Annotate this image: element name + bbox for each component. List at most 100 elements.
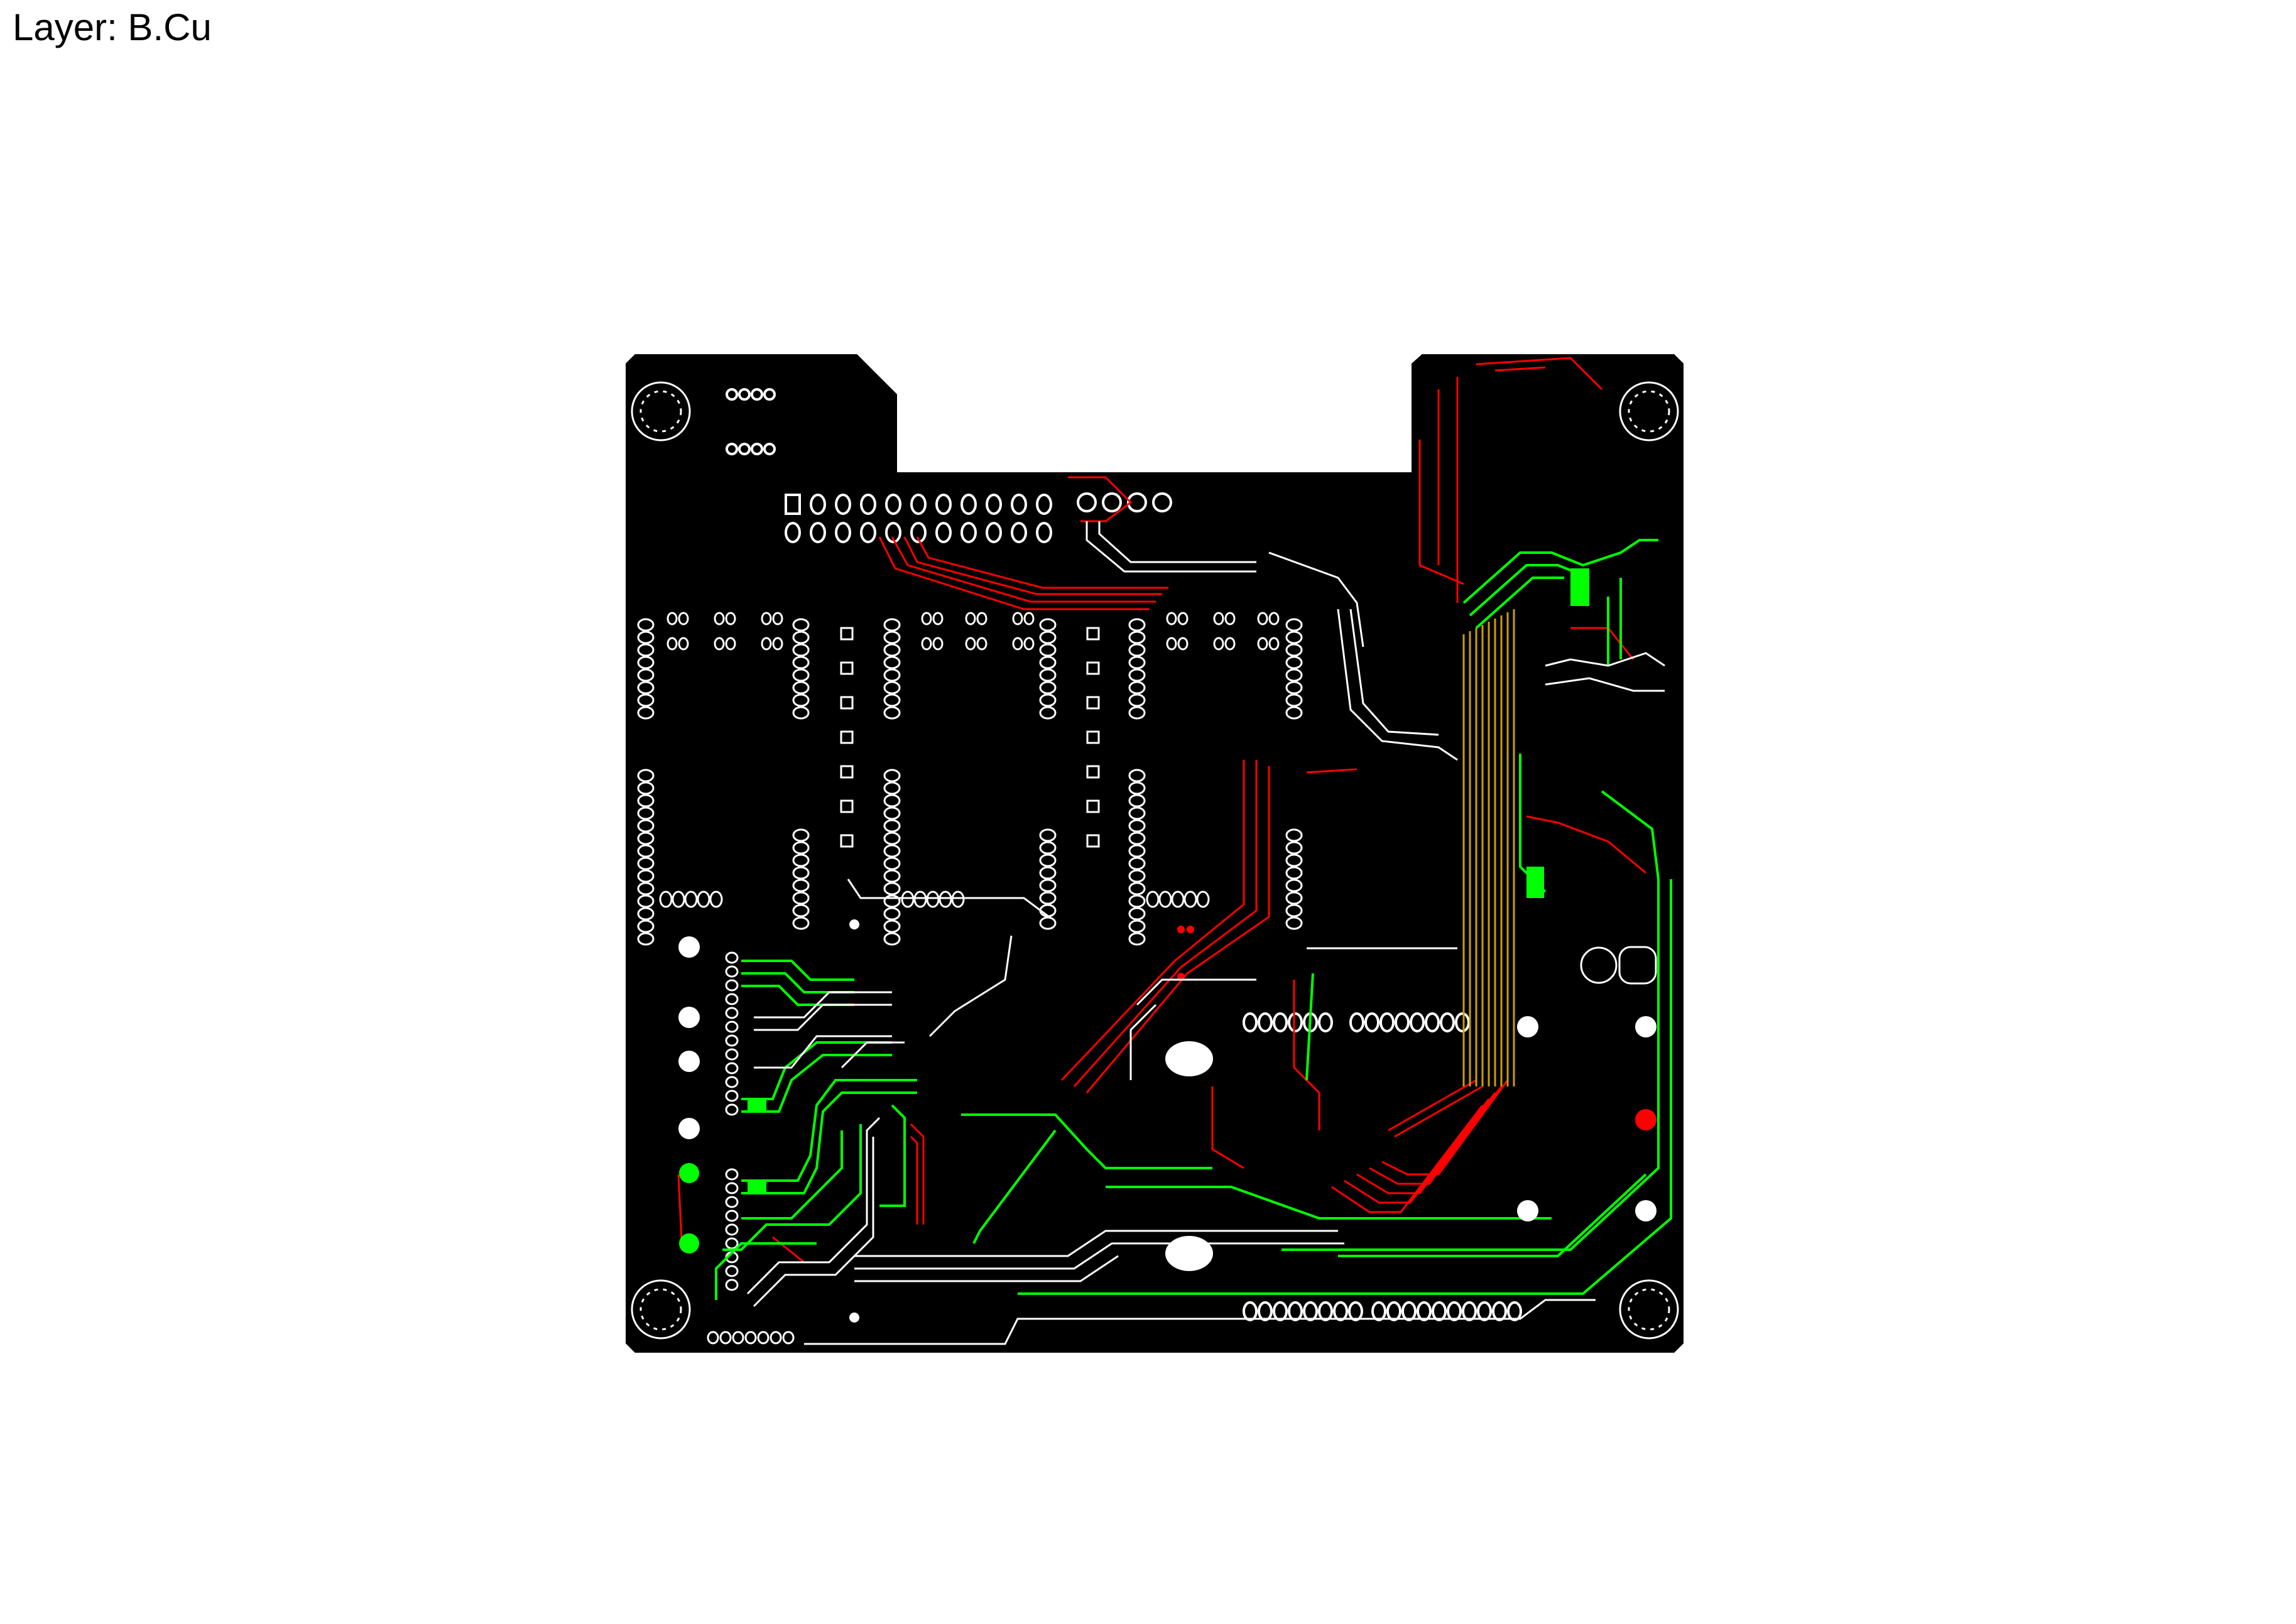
pad [965,612,976,625]
pad [725,1007,739,1019]
pad [1285,618,1303,632]
pad [1012,637,1023,651]
pad [792,693,810,707]
pad [810,522,826,543]
pad [883,681,901,695]
pad [1285,879,1303,892]
pad [1303,1301,1318,1321]
pad [1128,769,1146,782]
pad [1152,492,1172,512]
pad [840,834,854,848]
pad [1036,522,1052,543]
pad [725,637,736,651]
pad [707,1331,719,1345]
pad [1285,693,1303,707]
pad [1036,494,1052,515]
pad [637,806,655,820]
pad [725,1196,739,1208]
pad [883,882,901,896]
pad [1077,492,1097,512]
pad [883,919,901,933]
pad [883,932,901,946]
pad [951,890,965,908]
pad [637,618,655,632]
pad [935,522,952,543]
pad [792,891,810,905]
pad [1146,890,1160,908]
pad [960,494,977,515]
pad [761,612,772,625]
pad [1128,643,1146,657]
pad [637,781,655,795]
pad [883,907,901,921]
pad [725,993,739,1005]
pad [883,806,901,820]
pad [637,907,655,921]
pad [763,388,776,401]
pad [976,637,987,651]
mounting-holes [631,381,1679,1340]
pad [772,637,783,651]
pad [883,894,901,908]
pad [637,769,655,782]
pad [725,1034,739,1047]
pad [883,831,901,845]
pad [935,494,952,515]
pad [1410,1012,1425,1032]
pad [1455,1012,1470,1032]
red-pads [1177,926,1657,1130]
pad [883,618,901,632]
pad [751,443,763,455]
pad [1183,890,1197,908]
pad [1285,668,1303,682]
pad [1285,916,1303,930]
pad [726,443,738,455]
pad [901,890,915,908]
pad [913,890,927,908]
pad [1417,1301,1432,1321]
pad [1128,831,1146,845]
pad [792,681,810,695]
pad [1102,492,1122,512]
layer-label: Layer: B.Cu [13,6,212,48]
pad [835,522,851,543]
pad [738,388,751,401]
pad [1243,1301,1258,1321]
pad [1128,794,1146,808]
pad [719,1331,732,1345]
pad [666,612,678,625]
pad [1039,618,1057,632]
pad [725,951,739,964]
pad [1039,866,1057,880]
pad [637,794,655,808]
pad [1258,1301,1273,1321]
pad [939,890,952,908]
pad [1224,612,1236,625]
pad [792,668,810,682]
pad [684,890,698,908]
pad [637,656,655,669]
pad [637,844,655,858]
pad [1128,781,1146,795]
pad [986,522,1002,543]
pad [1318,1012,1333,1032]
pad [1128,857,1146,870]
pad [637,706,655,720]
pad [1288,1301,1303,1321]
pad [725,979,739,992]
pad [725,1048,739,1061]
pad [1086,627,1100,641]
pad [1039,643,1057,657]
pad [738,443,751,455]
pad [932,612,944,625]
pad [883,668,901,682]
pad [1039,828,1057,842]
pad [1128,882,1146,896]
pad [1364,1012,1379,1032]
pad [1425,1012,1440,1032]
pad [792,841,810,855]
pad [840,661,854,675]
pad [792,706,810,720]
pad [1257,612,1268,625]
power-connector [1580,946,1657,985]
